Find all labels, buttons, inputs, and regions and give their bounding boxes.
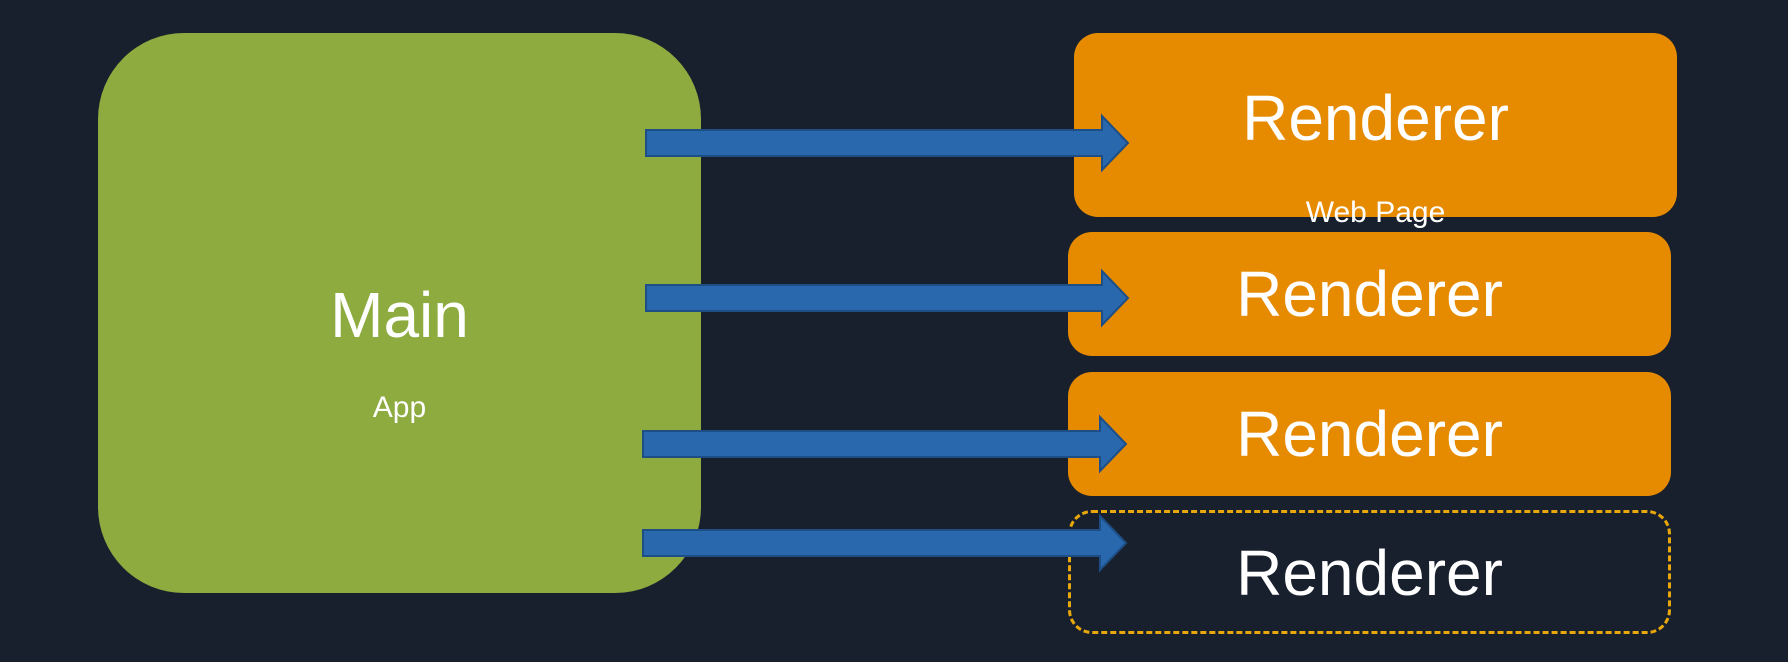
renderer-process-box-1: Renderer Web Page bbox=[1074, 33, 1677, 228]
arrow-main-to-renderer-1 bbox=[645, 113, 1130, 173]
arrow-main-to-renderer-3 bbox=[642, 414, 1128, 474]
renderer-process-box-3: Renderer bbox=[1068, 372, 1671, 496]
arrow-main-to-renderer-2 bbox=[645, 268, 1130, 328]
main-process-title: Main bbox=[330, 279, 469, 351]
main-process-subtitle: App bbox=[372, 391, 427, 424]
arrow-main-to-renderer-4 bbox=[642, 513, 1128, 573]
renderer-title-3: Renderer bbox=[1236, 398, 1503, 470]
main-process-box: Main App bbox=[98, 33, 701, 593]
renderer-subtitle-1: Web Page bbox=[1305, 196, 1446, 229]
renderer-title-4: Renderer bbox=[1236, 537, 1503, 609]
renderer-title-2: Renderer bbox=[1236, 258, 1503, 330]
renderer-title-1: Renderer bbox=[1242, 82, 1509, 154]
renderer-process-box-4-dashed: Renderer bbox=[1068, 510, 1671, 634]
renderer-process-box-2: Renderer bbox=[1068, 232, 1671, 356]
